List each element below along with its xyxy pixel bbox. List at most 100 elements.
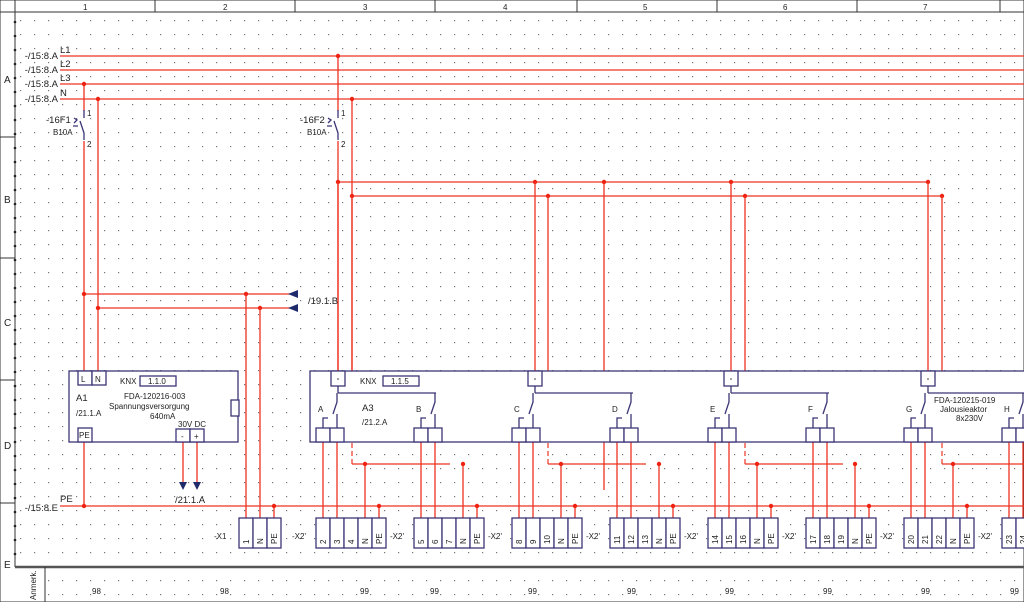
relay-terminal-box	[609, 427, 625, 443]
junction-dot	[852, 461, 858, 467]
terminal-strip-label: -X2'	[978, 532, 992, 541]
terminal-cell	[266, 517, 282, 549]
row-letter: B	[4, 195, 11, 206]
terminal-number: 17	[809, 535, 818, 544]
device-tag: A1	[76, 393, 88, 404]
ruler-tick	[13, 524, 17, 528]
terminal-number: N	[655, 538, 664, 544]
column-number: 7	[923, 3, 928, 12]
ruler-tick	[13, 62, 17, 66]
device-address: 1.1.0	[148, 377, 166, 386]
terminal-strip-label: -X2'	[488, 532, 502, 541]
pe-name: PE	[60, 494, 73, 505]
terminal-strip-label: -X2'	[782, 532, 796, 541]
junction-dot	[768, 503, 774, 509]
cross-reference-link: /19.1.B	[308, 296, 338, 307]
page-reference: 98	[92, 587, 101, 596]
page-reference: 99	[627, 587, 636, 596]
terminal-cell	[763, 517, 779, 549]
bus-reference: -/15:8.A	[25, 79, 59, 90]
ruler-tick	[13, 34, 17, 38]
device-rating: 640mA	[150, 412, 176, 421]
terminal-number: PE	[375, 533, 384, 544]
page-reference: 99	[360, 587, 369, 596]
terminal-number: PE	[270, 533, 279, 544]
channel-label: E	[710, 405, 715, 414]
breaker-pin: 1	[87, 109, 92, 118]
ruler-tick	[13, 230, 17, 234]
breaker-pin: 1	[341, 109, 346, 118]
ruler-tick	[13, 104, 17, 108]
terminal-number: 9	[529, 539, 538, 544]
junction-dot	[964, 503, 970, 509]
bus-reference: -/15:8.A	[25, 94, 59, 105]
cross-reference-link: /21.1.A	[175, 495, 206, 506]
junction-dot	[950, 461, 956, 467]
device-tag: A3	[362, 403, 374, 414]
dot-grid-footer	[45, 567, 1024, 602]
relay-contact-icon	[518, 393, 534, 428]
ruler-tick	[13, 342, 17, 346]
terminal-number: 2	[319, 539, 328, 544]
page-reference: 99	[528, 587, 537, 596]
breaker-tag: -16F2	[300, 115, 325, 126]
junction-dot	[95, 305, 101, 311]
relay-contact-icon	[1008, 393, 1024, 428]
terminal-strip-label: -X1	[214, 532, 227, 541]
ruler-tick	[13, 440, 17, 444]
pe-reference: -/15:8.E	[25, 503, 58, 514]
ruler-tick	[13, 300, 17, 304]
terminal-number: 12	[627, 535, 636, 544]
relay-terminal-box	[623, 427, 639, 443]
bus-name: N	[60, 88, 67, 99]
terminal-strip-label: -X2'	[586, 532, 600, 541]
relay-terminal-box	[315, 427, 331, 443]
terminal-cell	[665, 517, 681, 549]
terminal-strip-label: -X2'	[880, 532, 894, 541]
page-reference: 99	[921, 587, 930, 596]
junction-dot	[656, 461, 662, 467]
page-reference: 99	[1010, 587, 1019, 596]
circuit-breaker-icon	[73, 110, 85, 140]
ruler-tick	[13, 272, 17, 276]
ruler-tick	[13, 356, 17, 360]
junction-dot	[81, 503, 87, 509]
junction-dot	[376, 503, 382, 509]
channel-label: C	[514, 405, 520, 414]
relay-terminal-box	[1001, 427, 1017, 443]
terminal-number: N	[851, 538, 860, 544]
relay-terminal-box	[819, 427, 835, 443]
junction-dot	[866, 503, 872, 509]
ruler-tick	[13, 244, 17, 248]
ruler-tick	[13, 370, 17, 374]
ruler-tick	[13, 384, 17, 388]
column-number: 5	[643, 3, 648, 12]
relay-terminal-box	[721, 427, 737, 443]
terminal-number: PE	[571, 533, 580, 544]
terminal-number: 5	[417, 539, 426, 544]
terminal-dot	[730, 378, 732, 380]
arrow-left-icon	[288, 290, 298, 298]
row-letter: E	[4, 560, 11, 571]
row-letter: C	[4, 318, 11, 329]
junction-dot	[754, 461, 760, 467]
channel-label: B	[416, 405, 421, 414]
breaker-pin: 2	[87, 140, 92, 149]
channel-label: F	[808, 405, 813, 414]
pin-label: PE	[79, 431, 90, 440]
ruler-tick	[13, 174, 17, 178]
relay-terminal-box	[525, 427, 541, 443]
junction-dot	[81, 81, 87, 87]
terminal-number: N	[753, 538, 762, 544]
ruler-tick	[13, 118, 17, 122]
pin-label: N	[95, 375, 101, 384]
arrow-down-icon	[179, 482, 187, 490]
terminal-number: 1	[242, 539, 251, 544]
ruler-tick	[13, 552, 17, 556]
terminal-number: 6	[431, 539, 440, 544]
terminal-number: N	[949, 538, 958, 544]
ruler-tick	[13, 314, 17, 318]
breaker-tag: -16F1	[46, 115, 71, 126]
